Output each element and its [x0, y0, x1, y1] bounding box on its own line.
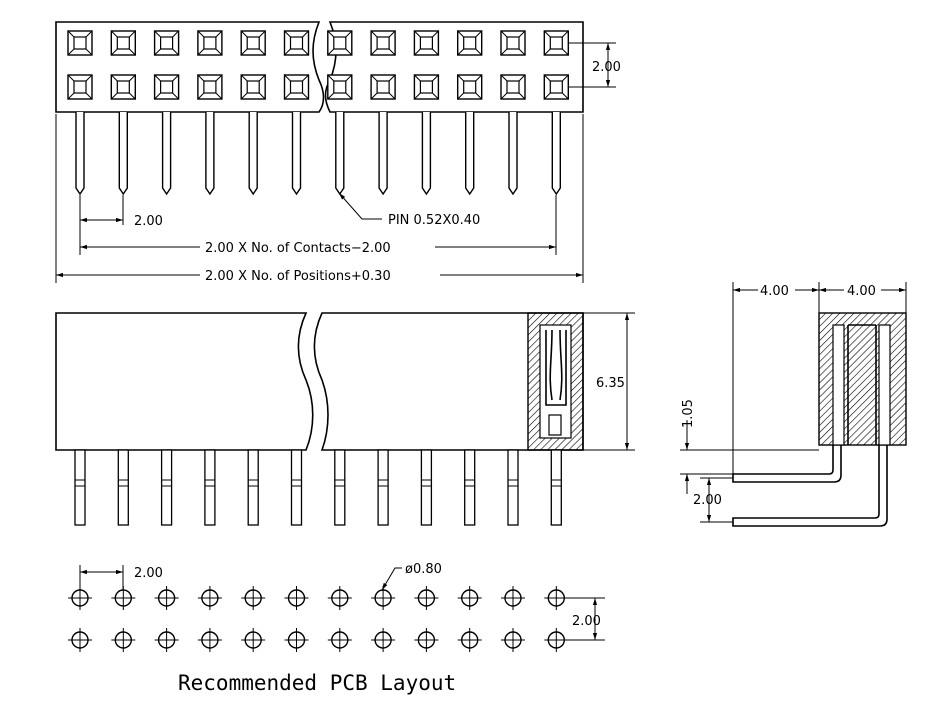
- contact-cell: [197, 74, 223, 100]
- pcb-row-pitch-label: 2.00: [572, 614, 601, 629]
- pin: [161, 112, 172, 196]
- pcb-hole: [284, 586, 309, 610]
- contact-cell: [413, 74, 440, 100]
- contact-cell: [197, 30, 223, 56]
- pin: [248, 112, 258, 196]
- pcb-hole: [544, 628, 569, 652]
- pin: [464, 449, 476, 526]
- contact-cell: [153, 74, 180, 100]
- contact-cell: [327, 30, 353, 56]
- contact-cell: [500, 30, 526, 56]
- pin: [160, 449, 173, 526]
- hole-grid: [68, 586, 569, 652]
- contact-cell: [67, 30, 93, 56]
- side-view: 4.00 4.00 1.05 2.00: [680, 282, 907, 527]
- pin: [378, 112, 388, 196]
- pcb-hole: [457, 586, 482, 610]
- pcb-hole: [197, 628, 222, 652]
- pin: [205, 112, 215, 196]
- pin: [507, 449, 519, 526]
- side-width-2-label: 4.00: [847, 284, 876, 299]
- pcb-hole: [457, 628, 482, 652]
- pin: [508, 112, 518, 196]
- pcb-hole: [327, 586, 352, 610]
- lead-pitch-label: 2.00: [693, 493, 722, 508]
- pin: [291, 112, 302, 196]
- pin: [117, 449, 129, 526]
- pcb-hole: [154, 586, 179, 610]
- pcb-hole: [284, 628, 309, 652]
- contact-grid: [67, 30, 569, 100]
- pcb-hole: [414, 628, 439, 652]
- pcb-hole: [197, 586, 222, 610]
- top-view: 2.00 2.00 PIN 0.52X0.40 2.00 X No. of Co…: [55, 21, 621, 284]
- positions-span-label: 2.00 X No. of Positions+0.30: [205, 269, 391, 284]
- contact-cell: [240, 74, 266, 100]
- front-view: 6.35: [55, 312, 635, 526]
- pcb-layout: 2.00 ø0.80 2.00 Recommended PCB Layout: [68, 562, 605, 695]
- pcb-col-pitch-label: 2.00: [134, 566, 163, 581]
- pin: [247, 449, 259, 526]
- col-pitch-label: 2.00: [134, 214, 163, 229]
- pin: [334, 449, 346, 526]
- contact-cell: [283, 30, 310, 56]
- pin: [118, 112, 128, 196]
- side-width-1-label: 4.00: [760, 284, 789, 299]
- contact-cell: [543, 30, 569, 56]
- pcb-hole: [501, 628, 525, 652]
- row-pitch-label: 2.00: [592, 60, 621, 75]
- pin: [74, 449, 86, 526]
- pcb-hole: [371, 586, 396, 610]
- pcb-hole: [68, 628, 92, 652]
- contact-cell: [240, 30, 266, 56]
- contacts-span-label: 2.00 X No. of Contacts−2.00: [205, 241, 391, 256]
- pin-row-front-view: [74, 449, 562, 526]
- pcb-hole: [241, 628, 266, 652]
- contact-cell: [153, 30, 180, 56]
- layout-title: Recommended PCB Layout: [178, 671, 456, 695]
- pin: [335, 112, 345, 196]
- pin: [377, 449, 389, 526]
- contact-cell: [543, 74, 569, 100]
- height-label: 6.35: [596, 376, 625, 391]
- pin: [465, 112, 475, 196]
- contact-cell: [500, 74, 526, 100]
- hole-diameter-label: ø0.80: [405, 562, 442, 577]
- pin: [75, 112, 85, 196]
- pin: [204, 449, 216, 526]
- contact-cell: [110, 74, 137, 100]
- contact-cell: [110, 30, 137, 56]
- contact-cell: [370, 30, 396, 56]
- pcb-hole: [414, 586, 439, 610]
- pcb-hole: [241, 586, 266, 610]
- contact-cell: [327, 74, 353, 100]
- pin: [550, 449, 562, 526]
- pin: [420, 449, 433, 526]
- pcb-hole: [371, 628, 396, 652]
- contact-cell: [67, 74, 93, 100]
- pcb-hole: [501, 586, 525, 610]
- contact-cell: [370, 74, 396, 100]
- contact-cell: [283, 74, 310, 100]
- pin-size-label: PIN 0.52X0.40: [388, 213, 480, 228]
- contact-cell: [413, 30, 440, 56]
- pcb-hole: [327, 628, 352, 652]
- contact-cell: [457, 30, 483, 56]
- pcb-hole: [154, 628, 179, 652]
- lead-offset-label: 1.05: [681, 399, 696, 428]
- pcb-hole: [111, 628, 136, 652]
- pcb-hole: [544, 586, 569, 610]
- pin: [551, 112, 561, 196]
- contact-cell: [457, 74, 483, 100]
- pin: [421, 112, 432, 196]
- pin: [290, 449, 303, 526]
- pin-row-top-view: [75, 112, 561, 196]
